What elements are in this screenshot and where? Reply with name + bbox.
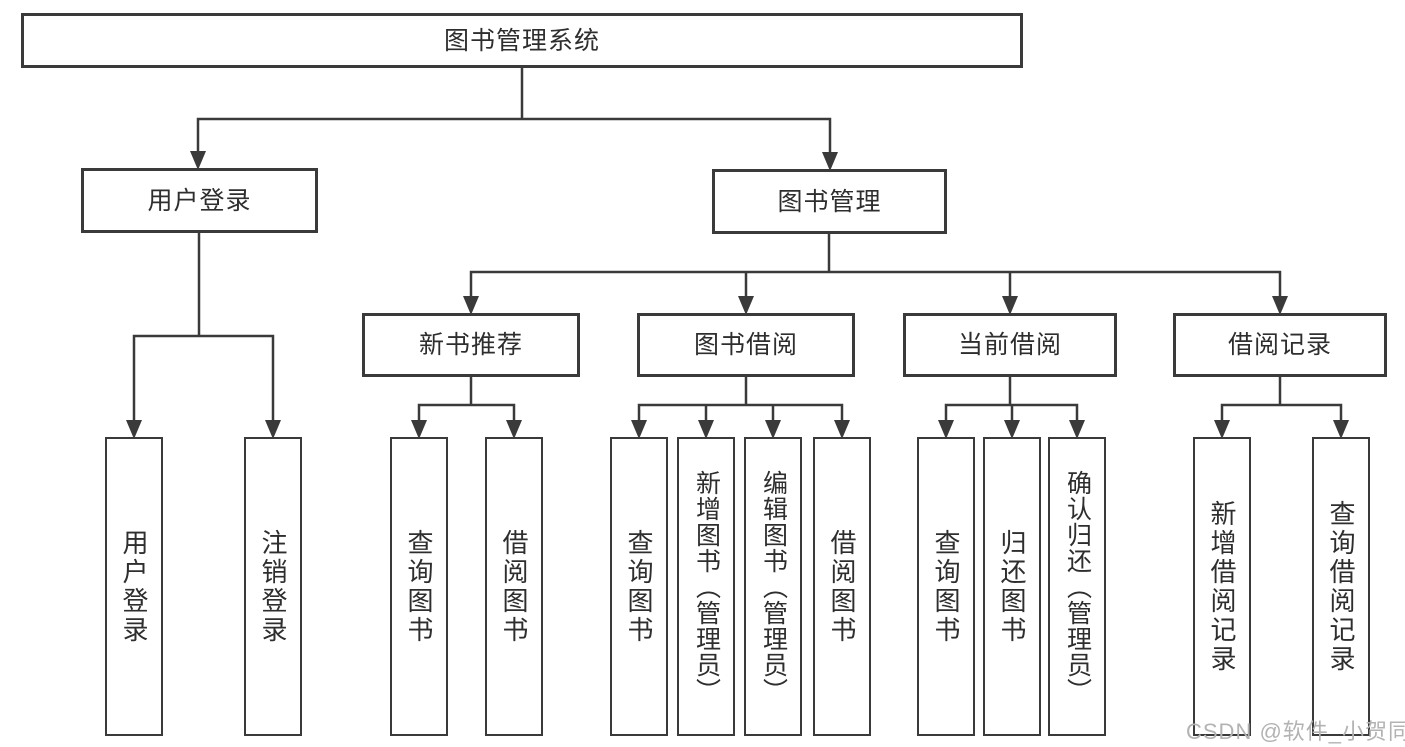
node-label: 图书借阅 <box>693 331 798 359</box>
leaf-add-books-admin: 新增图书（管理员） <box>677 437 735 736</box>
node-label: 当前借阅 <box>957 331 1062 359</box>
leaf-logout: 注销登录 <box>244 437 302 736</box>
leaf-query-books: 查询图书 <box>917 437 975 736</box>
leaf-label: 注销登录 <box>258 528 288 645</box>
leaf-query-books: 查询图书 <box>390 437 448 736</box>
leaf-edit-books-admin: 编辑图书（管理员） <box>744 437 802 736</box>
csdn-watermark: CSDN @软件_小贺同学 <box>1186 719 1405 744</box>
arrowheads <box>126 151 1349 439</box>
node-book-management: 图书管理 <box>712 169 947 234</box>
leaf-confirm-return-admin: 确认归还（管理员） <box>1048 437 1106 736</box>
leaf-label: 查询图书 <box>624 528 654 645</box>
node-label: 新书推荐 <box>418 331 523 359</box>
leaf-label: 查询图书 <box>931 528 961 645</box>
leaf-label: 新增图书（管理员） <box>692 469 721 704</box>
leaf-query-books: 查询图书 <box>610 437 668 736</box>
node-current-borrowing: 当前借阅 <box>903 313 1117 377</box>
leaf-user-login: 用户登录 <box>105 437 163 736</box>
leaf-return-books: 归还图书 <box>983 437 1041 736</box>
leaf-label: 新增借阅记录 <box>1207 499 1237 674</box>
leaf-label: 归还图书 <box>997 528 1027 645</box>
leaf-label: 用户登录 <box>119 528 149 645</box>
node-new-book-recommendation: 新书推荐 <box>362 313 580 377</box>
leaf-label: 借阅图书 <box>827 528 857 645</box>
leaf-label: 确认归还（管理员） <box>1063 469 1092 704</box>
node-user-login: 用户登录 <box>81 168 318 233</box>
leaf-borrow-books: 借阅图书 <box>485 437 543 736</box>
node-label: 图书管理 <box>777 187 882 216</box>
leaf-query-borrow-record: 查询借阅记录 <box>1312 437 1370 736</box>
node-book-borrowing: 图书借阅 <box>637 313 855 377</box>
node-label: 用户登录 <box>147 186 252 215</box>
node-borrowing-records: 借阅记录 <box>1173 313 1387 377</box>
node-label: 图书管理系统 <box>443 26 600 55</box>
leaf-borrow-books: 借阅图书 <box>813 437 871 736</box>
leaf-label: 查询图书 <box>404 528 434 645</box>
node-library-management-system: 图书管理系统 <box>21 13 1023 68</box>
leaf-label: 借阅图书 <box>499 528 529 645</box>
leaf-add-borrow-record: 新增借阅记录 <box>1193 437 1251 736</box>
node-label: 借阅记录 <box>1227 331 1332 359</box>
leaf-label: 查询借阅记录 <box>1326 499 1356 674</box>
leaf-label: 编辑图书（管理员） <box>759 469 788 704</box>
